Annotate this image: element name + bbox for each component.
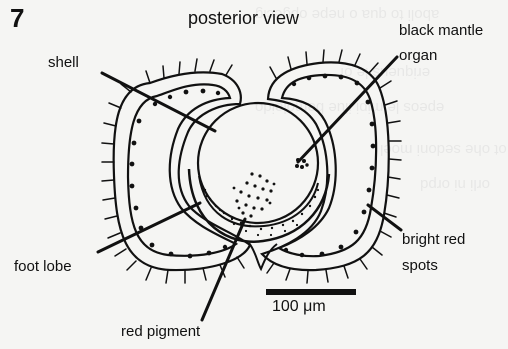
- scale-bar: [266, 289, 356, 295]
- view-title: posterior view: [188, 8, 299, 29]
- foot-lobe-leader-line: [98, 203, 200, 252]
- black-mantle-organ-leader-line: [298, 57, 397, 162]
- right-mantle-outline: [262, 62, 389, 270]
- figure-number: 7: [10, 3, 24, 34]
- bright-red-spots-label-line-2: spots: [402, 256, 438, 276]
- shell-label: shell: [48, 53, 79, 73]
- right-mantle-cilia: [267, 50, 401, 283]
- black-mantle-organ-label-line-2: organ: [399, 46, 437, 66]
- red-pigment-stipple: [233, 172, 276, 217]
- leader-lines: [98, 57, 401, 320]
- black-mantle-organ-label-line-1: black mantle: [399, 21, 483, 41]
- foot-lobe-crescent-inner: [199, 176, 318, 226]
- scale-label: 100 μm: [272, 298, 326, 316]
- left-mantle-outline: [114, 72, 250, 270]
- central-body: [189, 103, 329, 269]
- bright-red-spots-label-line-1: bright red: [402, 230, 465, 250]
- shell-leader-line: [102, 73, 215, 131]
- red-pigment-label: red pigment: [121, 322, 200, 342]
- foot-lobe-label: foot lobe: [14, 257, 72, 277]
